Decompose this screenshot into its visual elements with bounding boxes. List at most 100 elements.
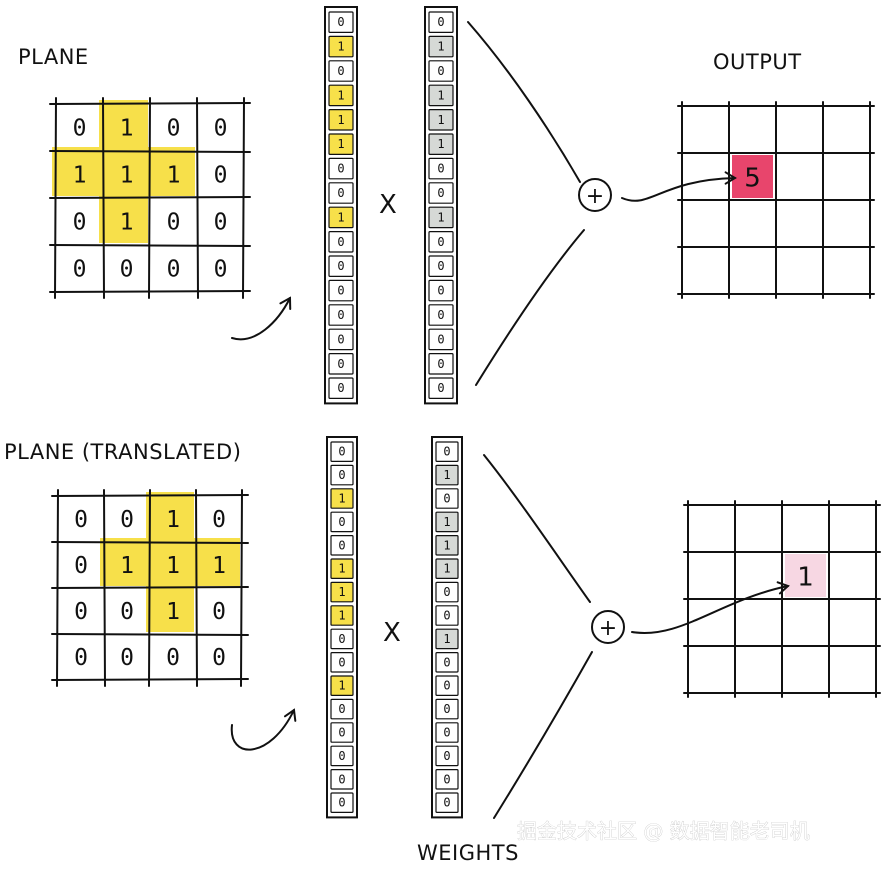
bottom-highlight-cell: [100, 538, 148, 586]
top-input-vector-cell: [328, 133, 354, 155]
top-weights-vector-value: 0: [437, 235, 444, 249]
bottom-input-vector-value: 1: [338, 585, 345, 599]
bottom-grid-value: 0: [120, 645, 134, 671]
top-plus-circle: [578, 178, 612, 212]
top-output-arrowhead: [724, 171, 737, 185]
bottom-input-vector-cell: [330, 628, 354, 650]
bottom-weights-vector-value: 1: [443, 515, 450, 529]
bottom-sum-line-lower: [493, 651, 593, 819]
bottom-grid-value: 0: [74, 599, 88, 625]
top-weights-vector-value: 0: [437, 259, 444, 273]
bottom-weights-vector-cell: [435, 675, 459, 696]
bottom-weights-vector-cell: [435, 698, 459, 720]
top-input-vector-cell: [328, 108, 354, 131]
bottom-input-vector-value: 1: [338, 562, 345, 576]
bottom-weights-vector-value: 0: [443, 609, 450, 623]
top-input-vector-cell: [328, 279, 354, 302]
bottom-reshape-arrow: [230, 709, 295, 751]
top-input-vector-cell: [328, 377, 354, 399]
top-input-vector-cell: [328, 11, 354, 33]
top-input-vector-value: 0: [337, 235, 344, 249]
top-grid-value: 0: [214, 116, 228, 142]
label-plane: PLANE: [18, 45, 89, 69]
top-weights-vector-cell: [428, 108, 454, 131]
top-weights-vector-cell: [428, 157, 454, 180]
top-grid-line: [49, 290, 251, 293]
bottom-reshape-arrowhead: [283, 708, 297, 722]
top-weights-vector-value: 0: [437, 332, 444, 346]
bottom-grid-value: 0: [212, 507, 226, 533]
top-input-vector-value: 1: [337, 40, 344, 54]
top-highlight-cell: [99, 100, 148, 149]
top-grid-value: 0: [214, 163, 228, 189]
bottom-input-vector-cell: [330, 792, 354, 813]
bottom-weights-vector-cell: [435, 768, 459, 790]
top-weights-vector-cell: [428, 328, 454, 351]
bottom-weights-vector-cell: [435, 581, 459, 603]
bottom-weights-vector-value: 0: [443, 492, 450, 506]
bottom-input-vector-value: 0: [338, 749, 345, 763]
top-weights-vector-cell: [428, 60, 454, 82]
bottom-input-vector-cell: [330, 745, 354, 767]
bottom-sum-line-upper: [483, 454, 591, 603]
top-input-vector-cell: [328, 60, 354, 82]
top-grid-line: [196, 97, 199, 299]
bottom-weights-vector-cell: [435, 558, 459, 579]
bottom-input-vector-value: 1: [338, 492, 345, 506]
bottom-input-vector-value: 0: [338, 445, 345, 459]
times-symbol-top: X: [379, 190, 397, 220]
bottom-weights-vector-value: 1: [443, 562, 450, 576]
bottom-grid-line: [148, 489, 151, 687]
bottom-input-vector-cell: [330, 722, 354, 743]
label-plane-translated: PLANE (TRANSLATED): [4, 440, 241, 464]
top-sum-line-lower: [475, 229, 585, 386]
bottom-input-vector-cell: [330, 464, 354, 486]
bottom-output-value: 1: [797, 563, 814, 593]
bottom-highlight-cell: [146, 538, 194, 586]
top-weights-vector-cell: [428, 84, 454, 107]
bottom-input-vector-cell: [330, 441, 354, 462]
top-weights-vector-value: 0: [437, 308, 444, 322]
bottom-input-vector-cell: [330, 768, 354, 790]
bottom-weights-vector-value: 0: [443, 726, 450, 740]
top-grid-value: 1: [120, 163, 134, 189]
bottom-weights-vector-cell: [435, 441, 459, 462]
bottom-input-vector-value: 1: [338, 679, 345, 693]
bottom-grid-value: 0: [74, 507, 88, 533]
bottom-output-cell: [785, 554, 826, 597]
bottom-input-vector-value: 0: [338, 468, 345, 482]
top-input-vector-value: 0: [337, 15, 344, 29]
top-grid-value: 0: [73, 116, 87, 142]
bottom-highlight-cell: [192, 538, 240, 586]
bottom-input-vector-cell: [330, 558, 354, 579]
top-weights-vector-value: 0: [437, 357, 444, 371]
times-symbol-bottom: X: [383, 618, 401, 648]
top-weights-vector-value: 1: [437, 40, 444, 54]
top-grid-line: [49, 244, 251, 247]
bottom-weights-vector-value: 1: [443, 632, 450, 646]
bottom-weights-vector-value: 1: [443, 468, 450, 482]
bottom-plus-circle: [591, 610, 625, 644]
bottom-weights-vector-value: 0: [443, 702, 450, 716]
bottom-input-vector-value: 0: [338, 538, 345, 552]
bottom-highlight-cell: [146, 492, 194, 540]
bottom-grid-value: 0: [120, 507, 134, 533]
top-grid-line: [148, 97, 151, 299]
top-weights-vector-value: 0: [437, 15, 444, 29]
bottom-input-vector-value: 0: [338, 702, 345, 716]
bottom-grid-line: [195, 489, 198, 687]
bottom-input-vector-value: 0: [338, 515, 345, 529]
top-input-vector-cell: [328, 206, 354, 229]
top-input-vector-cell: [328, 231, 354, 253]
bottom-weights-vector-value: 0: [443, 679, 450, 693]
top-input-vector-value: 0: [337, 308, 344, 322]
top-plus-sign: +: [586, 184, 604, 209]
bottom-weights-vector-cell: [435, 605, 459, 626]
bottom-grid-value: 1: [166, 507, 180, 533]
top-output-value: 5: [744, 164, 761, 194]
top-weights-vector-value: 0: [437, 162, 444, 176]
